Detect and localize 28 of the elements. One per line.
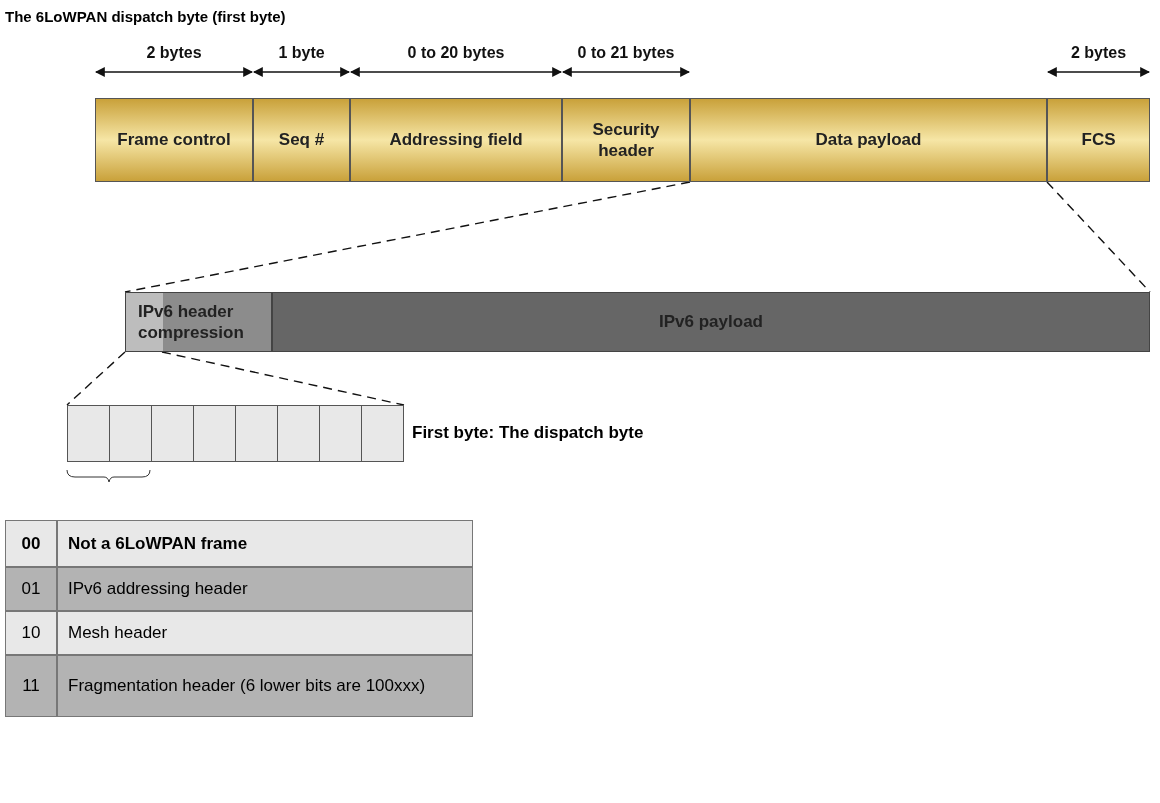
payload-field: IPv6 payload — [272, 292, 1150, 352]
dimension-label: 0 to 20 bytes — [406, 44, 506, 63]
frame-field: Security header — [562, 98, 690, 182]
frame-field: Addressing field — [350, 98, 562, 182]
dispatch-byte-bits — [67, 405, 404, 462]
diagram-title: The 6LoWPAN dispatch byte (first byte) — [5, 8, 286, 25]
dashed-line — [66, 351, 126, 406]
table-cell: Fragmentation header (6 lower bits are 100xxx) — [57, 655, 473, 717]
table-cell: 01 — [5, 567, 57, 611]
frame-field: Seq # — [253, 98, 350, 182]
dashed-line — [161, 351, 405, 406]
table-cell: 11 — [5, 655, 57, 717]
table-cell: 00 — [5, 520, 57, 567]
dimension-label: 2 bytes — [145, 44, 203, 63]
table-cell: IPv6 addressing header — [57, 567, 473, 611]
dashed-line — [124, 181, 691, 293]
frame-field: Frame control — [95, 98, 253, 182]
dimension-label: 1 byte — [277, 44, 326, 63]
dimension-label: 2 bytes — [1069, 44, 1128, 63]
dashed-line — [1046, 181, 1151, 293]
header-compression-field: IPv6 header compression — [125, 292, 272, 352]
dimension-label: 0 to 21 bytes — [576, 44, 676, 63]
frame-field: FCS — [1047, 98, 1150, 182]
frame-field: Data payload — [690, 98, 1047, 182]
table-cell: 10 — [5, 611, 57, 655]
caption-text: First byte: The dispatch byte — [412, 423, 644, 443]
table-cell: Not a 6LoWPAN frame — [57, 520, 473, 567]
table-cell: Mesh header — [57, 611, 473, 655]
